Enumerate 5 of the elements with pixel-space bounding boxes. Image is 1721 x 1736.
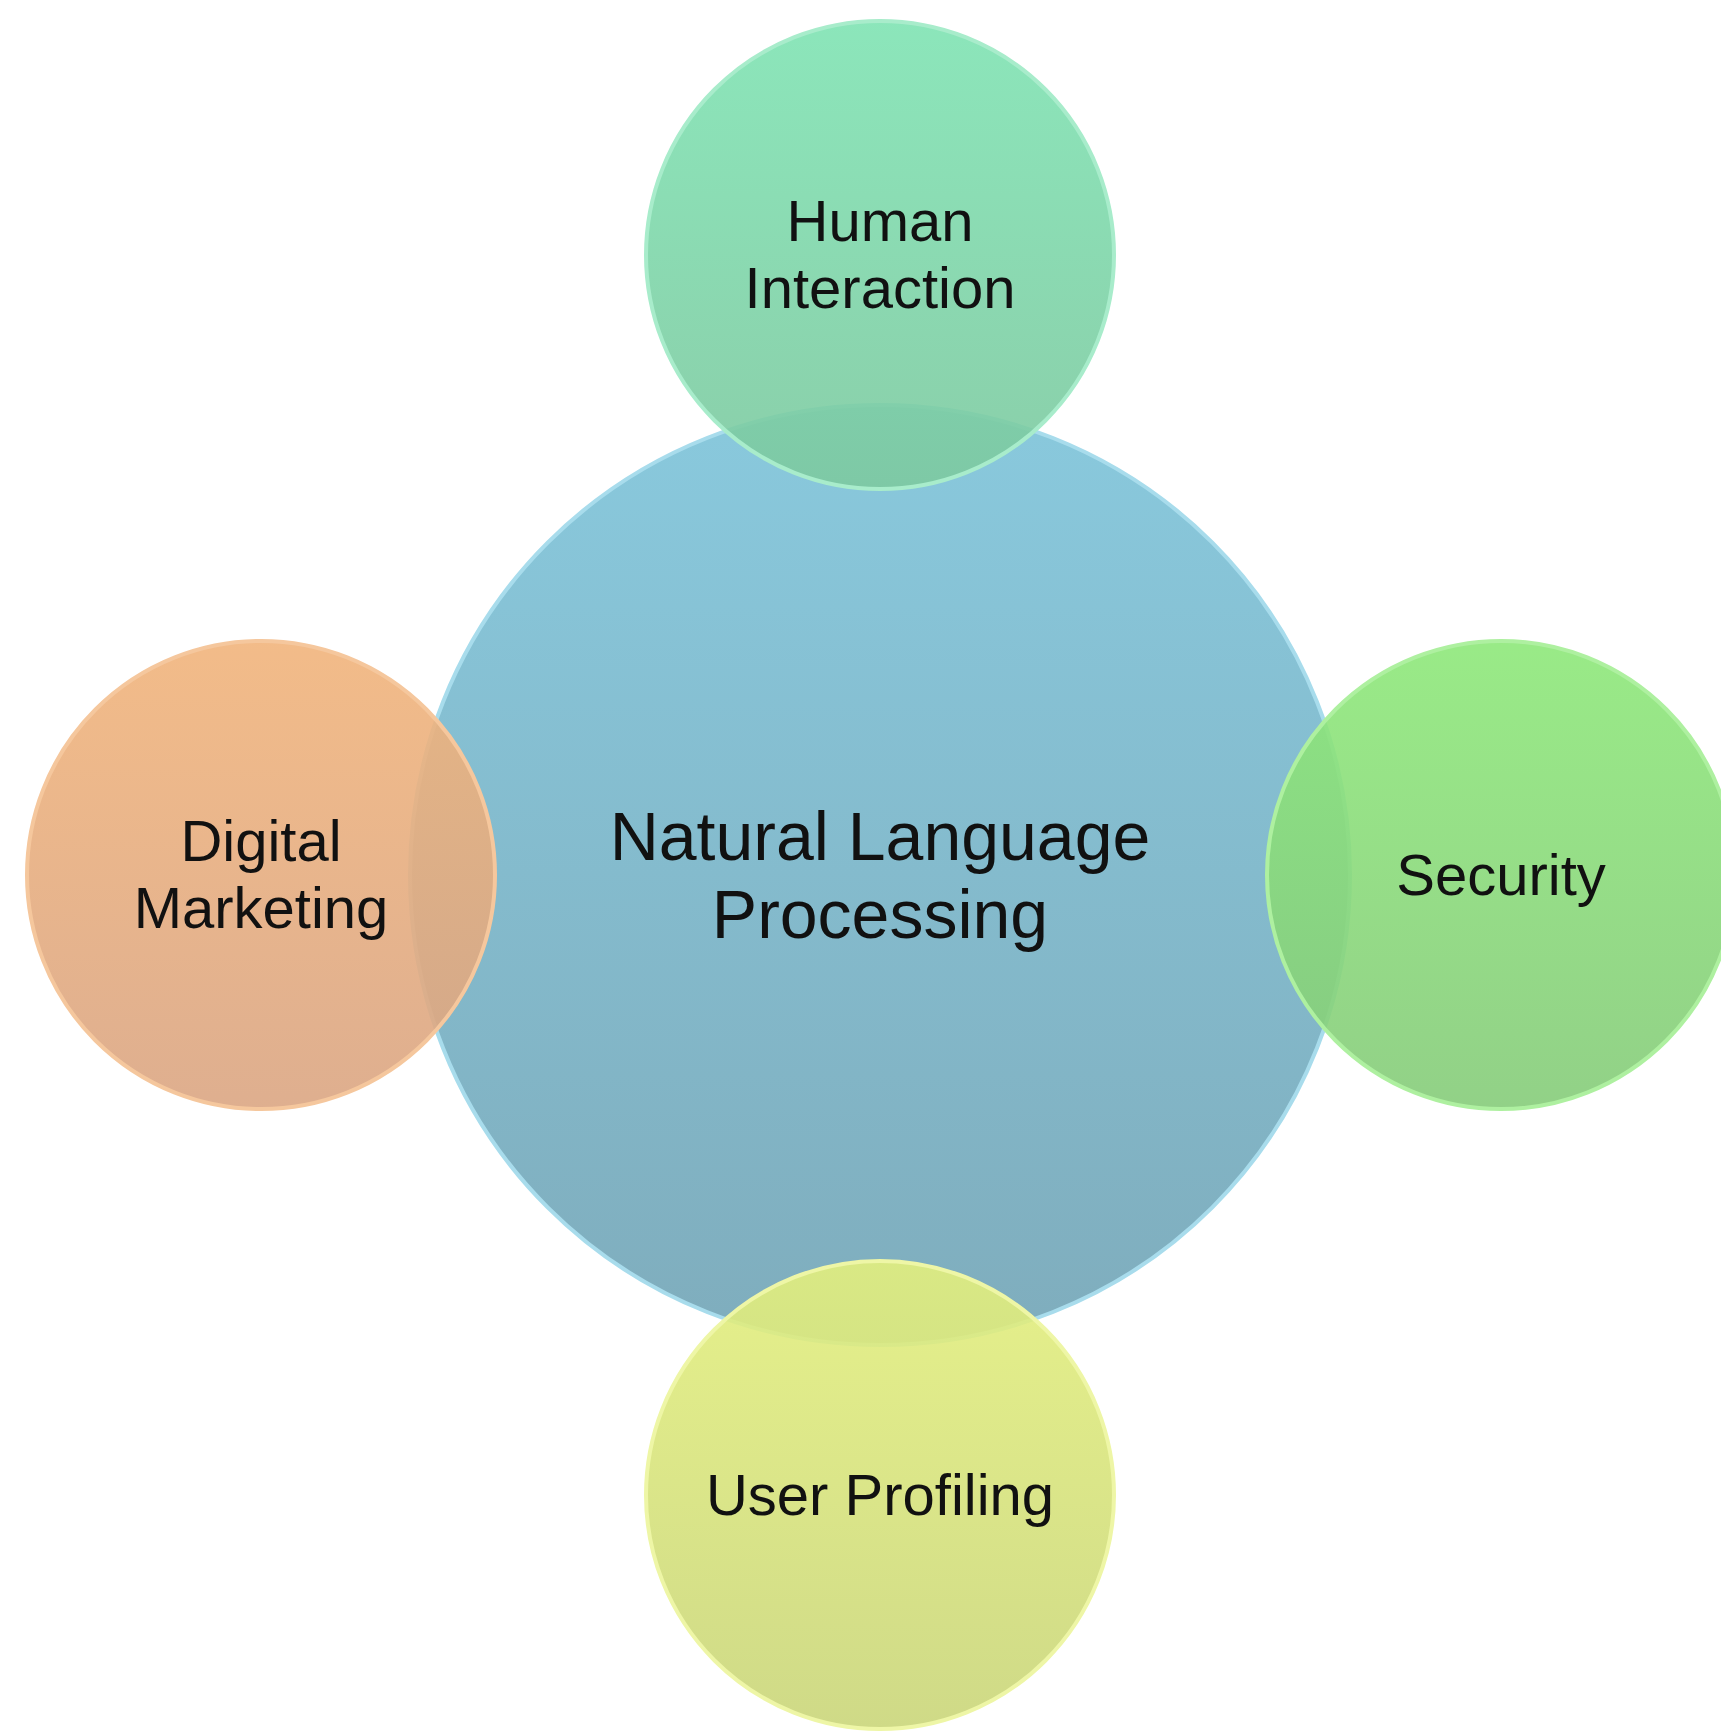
circle-label: Natural Language Processing (608, 796, 1152, 954)
circle-label: Security (1395, 841, 1607, 909)
circle-label: Human Interaction (743, 188, 1017, 322)
circle-label: Digital Marketing (132, 808, 390, 942)
circle-label: User Profiling (704, 1461, 1056, 1529)
